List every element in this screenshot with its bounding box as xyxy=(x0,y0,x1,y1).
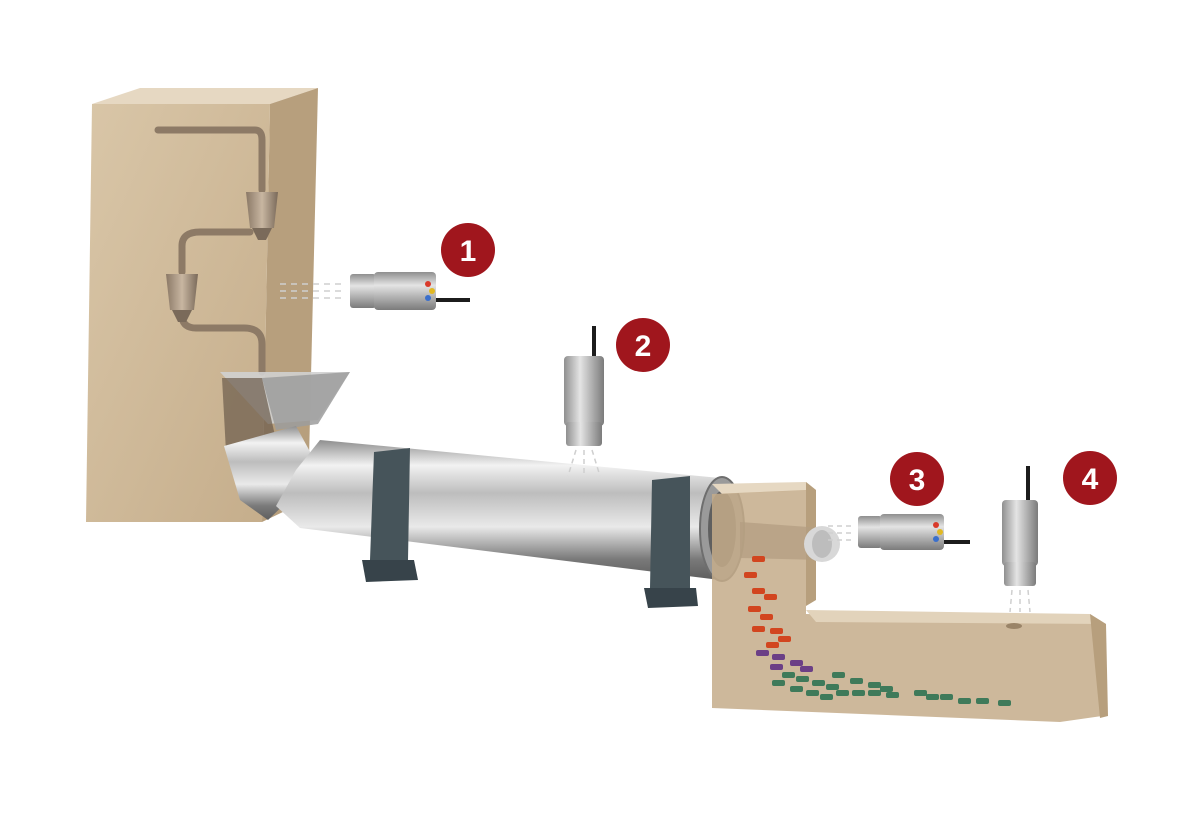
part xyxy=(772,654,785,660)
part xyxy=(760,614,773,620)
marker-circle xyxy=(441,223,495,277)
part xyxy=(868,690,881,696)
indicator-lights-icon xyxy=(933,522,943,542)
hopper xyxy=(220,372,350,452)
part xyxy=(940,694,953,700)
part xyxy=(880,686,893,692)
part xyxy=(782,672,795,678)
part xyxy=(820,694,833,700)
marker-circle xyxy=(1063,451,1117,505)
part xyxy=(790,660,803,666)
marker-2: 2 xyxy=(616,318,670,372)
part xyxy=(752,588,765,594)
pipe-nozzle xyxy=(246,192,278,240)
part xyxy=(826,684,839,690)
part xyxy=(832,672,845,678)
feed-pipes xyxy=(154,126,266,376)
marker-4: 4 xyxy=(1063,451,1117,505)
part xyxy=(976,698,989,704)
part xyxy=(770,628,783,634)
part xyxy=(752,556,765,562)
drum-support xyxy=(644,476,698,608)
sensor-3 xyxy=(828,514,970,550)
beam-icon xyxy=(1009,589,1031,613)
part xyxy=(778,636,791,642)
part xyxy=(764,594,777,600)
sensor-2 xyxy=(564,326,604,477)
part xyxy=(770,664,783,670)
sensor-1 xyxy=(280,272,470,310)
marker-3: 3 xyxy=(890,452,944,506)
part xyxy=(998,700,1011,706)
part xyxy=(752,626,765,632)
part xyxy=(926,694,939,700)
beam-icon xyxy=(828,525,852,541)
marker-label: 3 xyxy=(909,464,926,497)
indicator-lights-icon xyxy=(425,281,435,301)
part xyxy=(796,676,809,682)
part xyxy=(850,678,863,684)
part xyxy=(914,690,927,696)
collection-box xyxy=(712,482,1108,722)
sorted-parts xyxy=(744,556,1011,706)
part xyxy=(800,666,813,672)
part xyxy=(852,690,865,696)
part xyxy=(790,686,803,692)
sensor-4 xyxy=(1002,466,1038,613)
part xyxy=(806,690,819,696)
part xyxy=(766,642,779,648)
part xyxy=(868,682,881,688)
part xyxy=(886,692,899,698)
marker-label: 1 xyxy=(460,235,477,268)
part xyxy=(756,650,769,656)
part xyxy=(812,680,825,686)
part xyxy=(748,606,761,612)
outlet-chute xyxy=(740,522,840,562)
chute xyxy=(224,426,320,520)
marker-1: 1 xyxy=(441,223,495,277)
pipe-nozzle xyxy=(166,274,198,322)
marker-label: 4 xyxy=(1082,463,1099,496)
marker-circle xyxy=(890,452,944,506)
part xyxy=(958,698,971,704)
part xyxy=(772,680,785,686)
beam-icon xyxy=(567,449,601,477)
part xyxy=(836,690,849,696)
marker-circle xyxy=(616,318,670,372)
part xyxy=(744,572,757,578)
drum-support xyxy=(362,448,418,582)
marker-label: 2 xyxy=(635,330,652,363)
